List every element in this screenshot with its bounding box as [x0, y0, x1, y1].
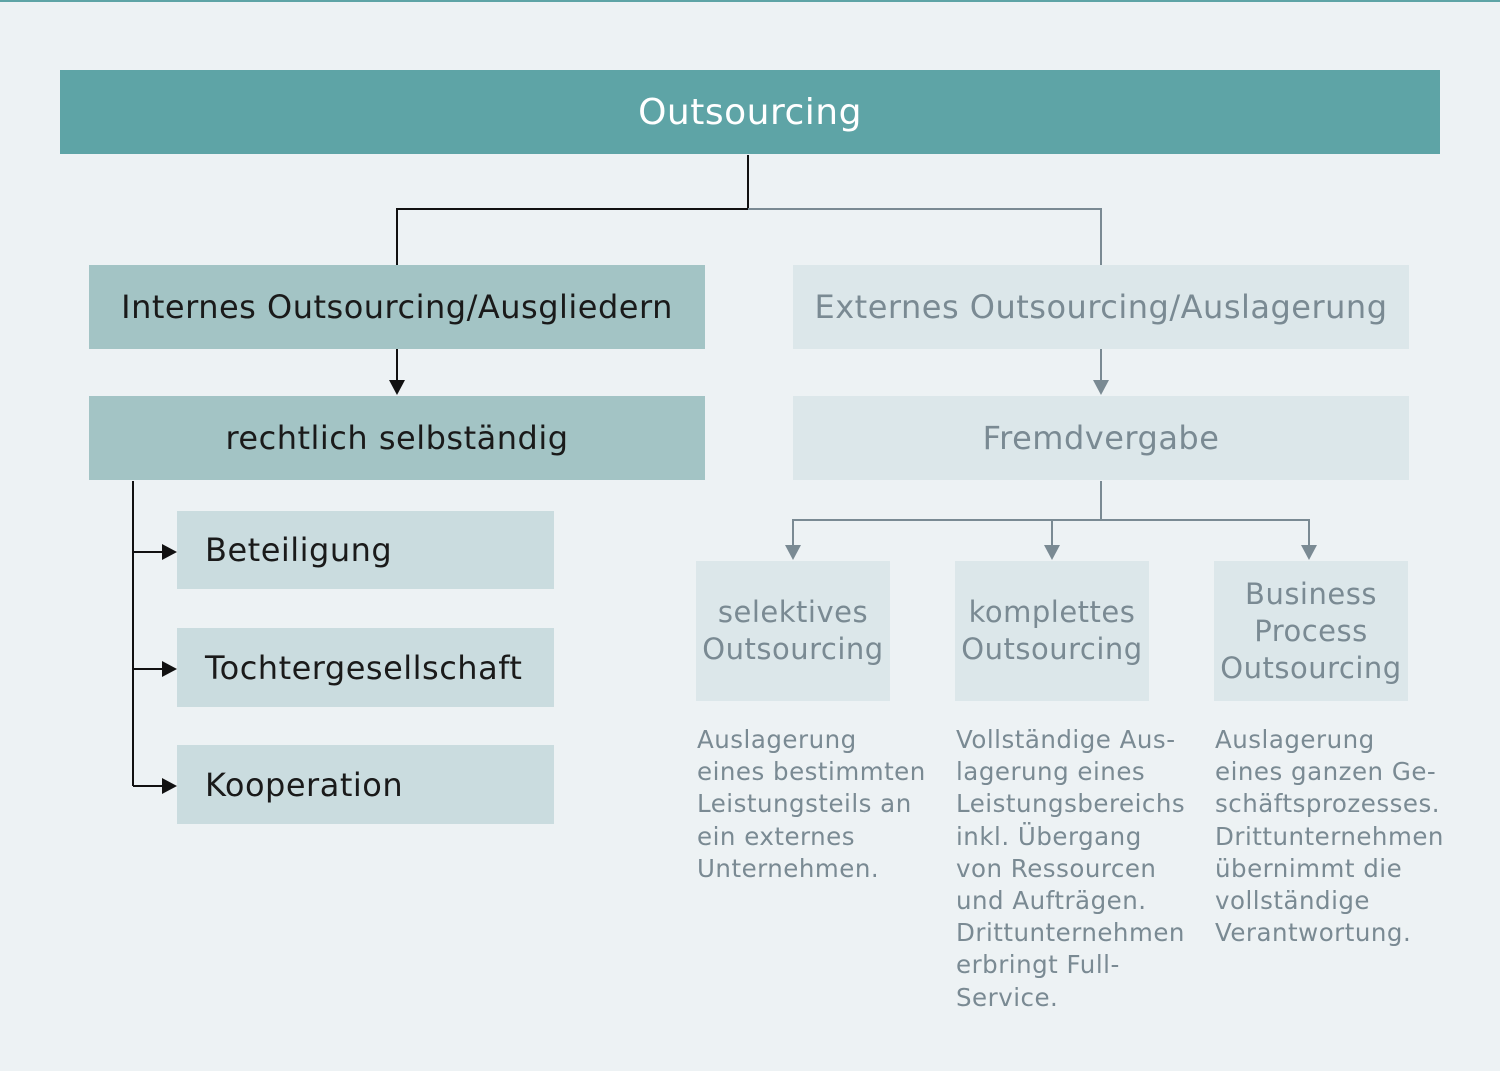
item-kooperation: Kooperation	[177, 745, 554, 824]
top-rule	[0, 0, 1500, 2]
external-outsourcing-box: Externes Outsourcing/Auslagerung	[793, 265, 1409, 349]
arrow-external-sub	[1093, 380, 1109, 395]
connector-root-external	[748, 208, 1102, 265]
connector-root-internal	[396, 155, 749, 265]
selective-outsourcing-box: selektives Outsourcing	[696, 561, 890, 701]
arrow-type-3	[1301, 545, 1317, 560]
internal-outsourcing-box: Internes Outsourcing/Ausgliedern	[89, 265, 705, 349]
complete-outsourcing-description: Vollständige Aus- lagerung eines Leistun…	[956, 725, 1186, 1012]
selective-outsourcing-description: Auslagerung eines bestimmten Leistungste…	[697, 725, 926, 883]
legally-independent-box: rechtlich selbständig	[89, 396, 705, 480]
business-process-outsourcing-description: Auslagerung eines ganzen Ge- schäftsproz…	[1215, 725, 1444, 948]
connector-fremd-branch	[792, 481, 1310, 545]
arrow-type-1	[785, 545, 801, 560]
business-process-outsourcing-box: Business Process Outsourcing	[1214, 561, 1408, 701]
complete-outsourcing-box: komplettes Outsourcing	[955, 561, 1149, 701]
arrow-type-2	[1044, 545, 1060, 560]
item-tochtergesellschaft: Tochtergesellschaft	[177, 628, 554, 707]
arrow-item-2	[162, 661, 177, 677]
item-beteiligung: Beteiligung	[177, 511, 554, 589]
outsourcing-title: Outsourcing	[60, 70, 1440, 154]
arrow-item-1	[162, 544, 177, 560]
fremdvergabe-box: Fremdvergabe	[793, 396, 1409, 480]
arrow-item-3	[162, 778, 177, 794]
arrow-internal-sub	[389, 380, 405, 395]
